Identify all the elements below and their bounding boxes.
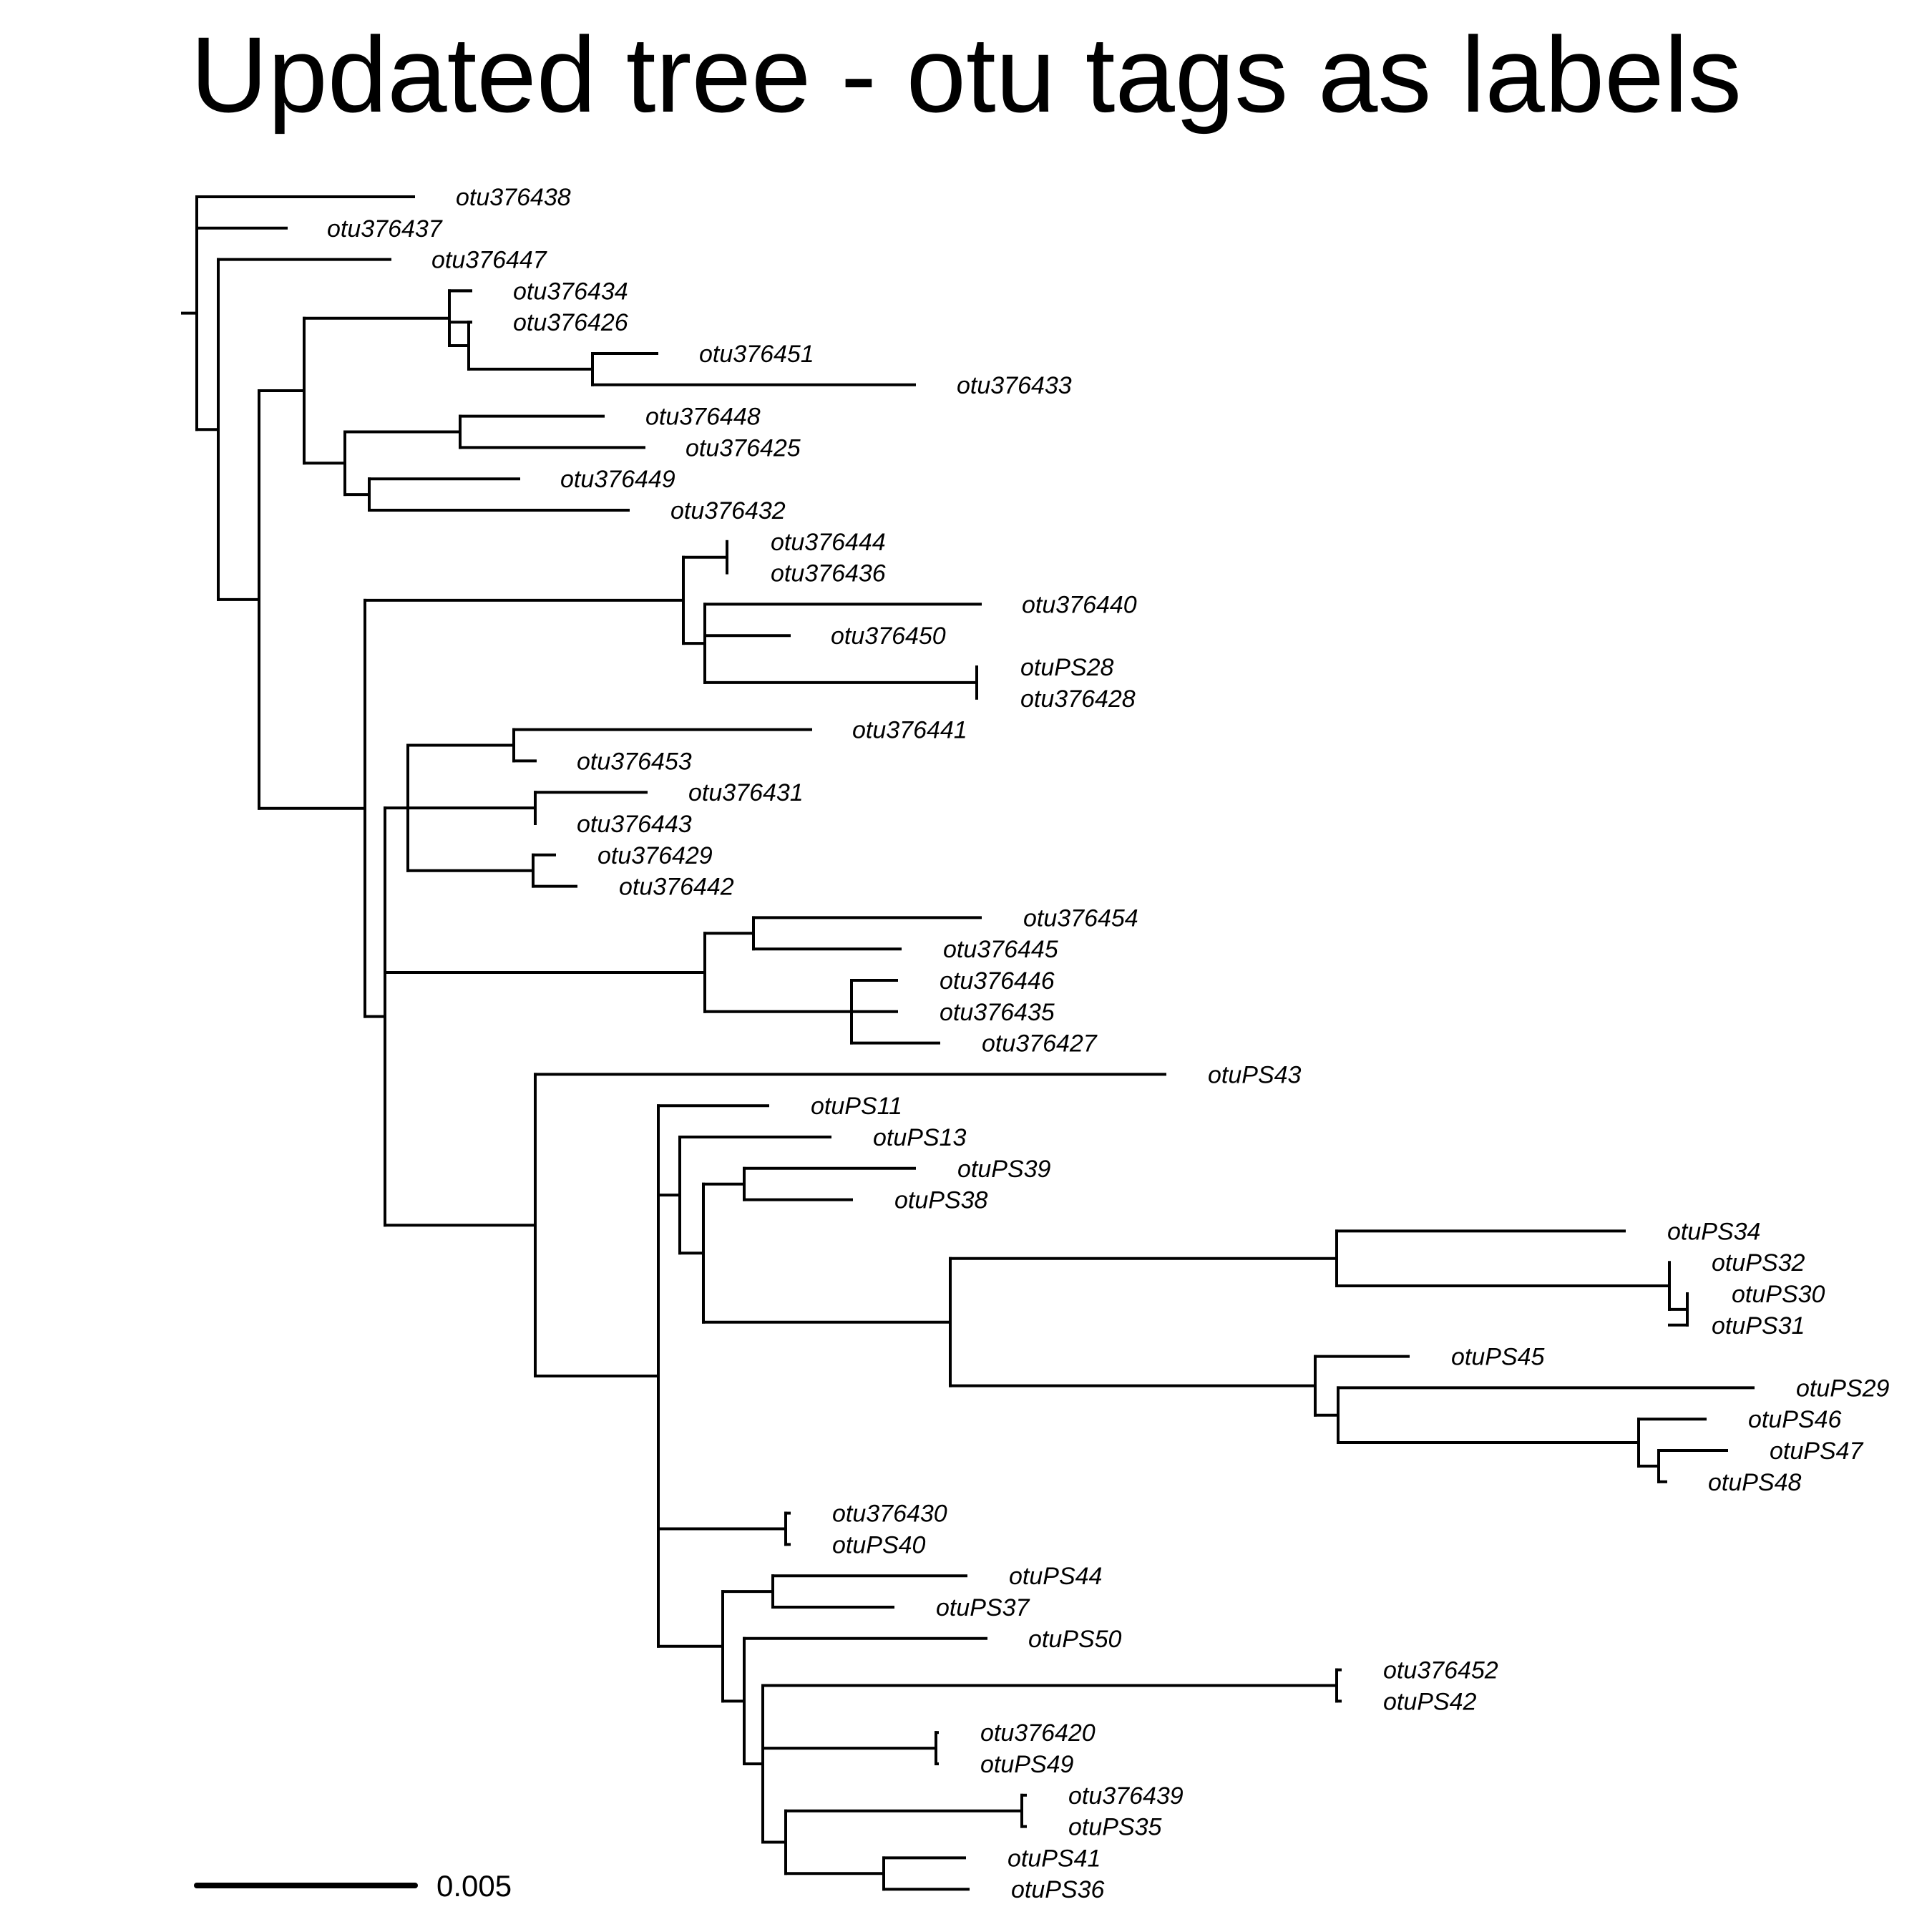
tip-label: otu376451 bbox=[699, 341, 814, 368]
tip-label: otu376442 bbox=[619, 874, 734, 901]
tip-labels: otu376438 otu376437 otu376447 otu376434 otu3… bbox=[327, 184, 1890, 1903]
tip-label: otuPS30 bbox=[1732, 1281, 1825, 1308]
tip-label: otuPS36 bbox=[1011, 1876, 1105, 1903]
tip-label: otuPS43 bbox=[1208, 1061, 1302, 1088]
tip-label: otu376445 bbox=[943, 936, 1058, 963]
tip-label: otuPS31 bbox=[1712, 1312, 1805, 1340]
tip-label: otu376434 bbox=[513, 278, 628, 305]
tip-label: otuPS37 bbox=[936, 1594, 1030, 1621]
tip-label: otuPS44 bbox=[1009, 1563, 1102, 1590]
scale-bar-label: 0.005 bbox=[436, 1869, 512, 1903]
tip-label: otu376427 bbox=[982, 1030, 1098, 1058]
tip-label: otuPS45 bbox=[1451, 1344, 1545, 1371]
tip-label: otuPS28 bbox=[1020, 654, 1114, 681]
tip-label: otuPS39 bbox=[957, 1156, 1051, 1183]
tip-label: otu376439 bbox=[1068, 1782, 1184, 1810]
tip-label: otu376453 bbox=[577, 748, 692, 775]
tip-label: otu376449 bbox=[560, 466, 675, 493]
tip-label: otuPS34 bbox=[1667, 1218, 1760, 1245]
tip-label: otu376438 bbox=[456, 184, 571, 211]
tip-label: otu376447 bbox=[431, 247, 547, 274]
tip-label: otuPS29 bbox=[1796, 1375, 1890, 1402]
tip-label: otu376433 bbox=[957, 372, 1072, 399]
tip-label: otuPS13 bbox=[873, 1124, 967, 1151]
tip-label: otu376428 bbox=[1020, 686, 1136, 713]
tip-label: otu376420 bbox=[980, 1719, 1096, 1747]
tip-label: otuPS40 bbox=[832, 1531, 926, 1558]
tip-label: otu376436 bbox=[771, 560, 886, 587]
tip-label: otuPS35 bbox=[1068, 1814, 1162, 1841]
tree-branches bbox=[181, 195, 1755, 1891]
tip-label: otuPS46 bbox=[1748, 1406, 1842, 1433]
tip-label: otu376446 bbox=[940, 967, 1055, 995]
tip-label: otuPS49 bbox=[980, 1751, 1074, 1778]
tip-label: otu376437 bbox=[327, 215, 443, 243]
tip-label: otuPS41 bbox=[1008, 1845, 1101, 1872]
tip-label: otu376450 bbox=[831, 623, 946, 650]
tip-label: otu376435 bbox=[940, 999, 1055, 1026]
tip-label: otu376454 bbox=[1023, 904, 1138, 932]
tip-label: otu376440 bbox=[1022, 591, 1137, 618]
tip-label: otu376429 bbox=[597, 842, 713, 869]
tip-label: otu376431 bbox=[688, 779, 804, 806]
tip-label: otuPS47 bbox=[1770, 1438, 1864, 1465]
tip-label: otuPS11 bbox=[811, 1093, 902, 1120]
tip-label: otu376443 bbox=[577, 811, 692, 838]
tip-label: otuPS48 bbox=[1708, 1469, 1802, 1496]
tip-label: otu376444 bbox=[771, 529, 886, 556]
page-title: Updated tree - otu tags as labels bbox=[190, 14, 1742, 135]
tip-label: otuPS50 bbox=[1028, 1626, 1122, 1653]
tip-label: otu376448 bbox=[645, 404, 761, 431]
tip-label: otu376452 bbox=[1383, 1657, 1498, 1684]
scale-bar-group: 0.005 bbox=[194, 1869, 512, 1903]
tip-label: otu376430 bbox=[832, 1501, 947, 1528]
tip-label: otu376441 bbox=[852, 717, 967, 744]
tip-label: otu376425 bbox=[686, 434, 801, 462]
tip-label: otuPS42 bbox=[1383, 1688, 1477, 1715]
tip-label: otu376432 bbox=[670, 497, 786, 525]
tip-label: otuPS38 bbox=[894, 1187, 988, 1214]
tip-label: otuPS32 bbox=[1712, 1249, 1805, 1277]
tip-label: otu376426 bbox=[513, 309, 628, 336]
